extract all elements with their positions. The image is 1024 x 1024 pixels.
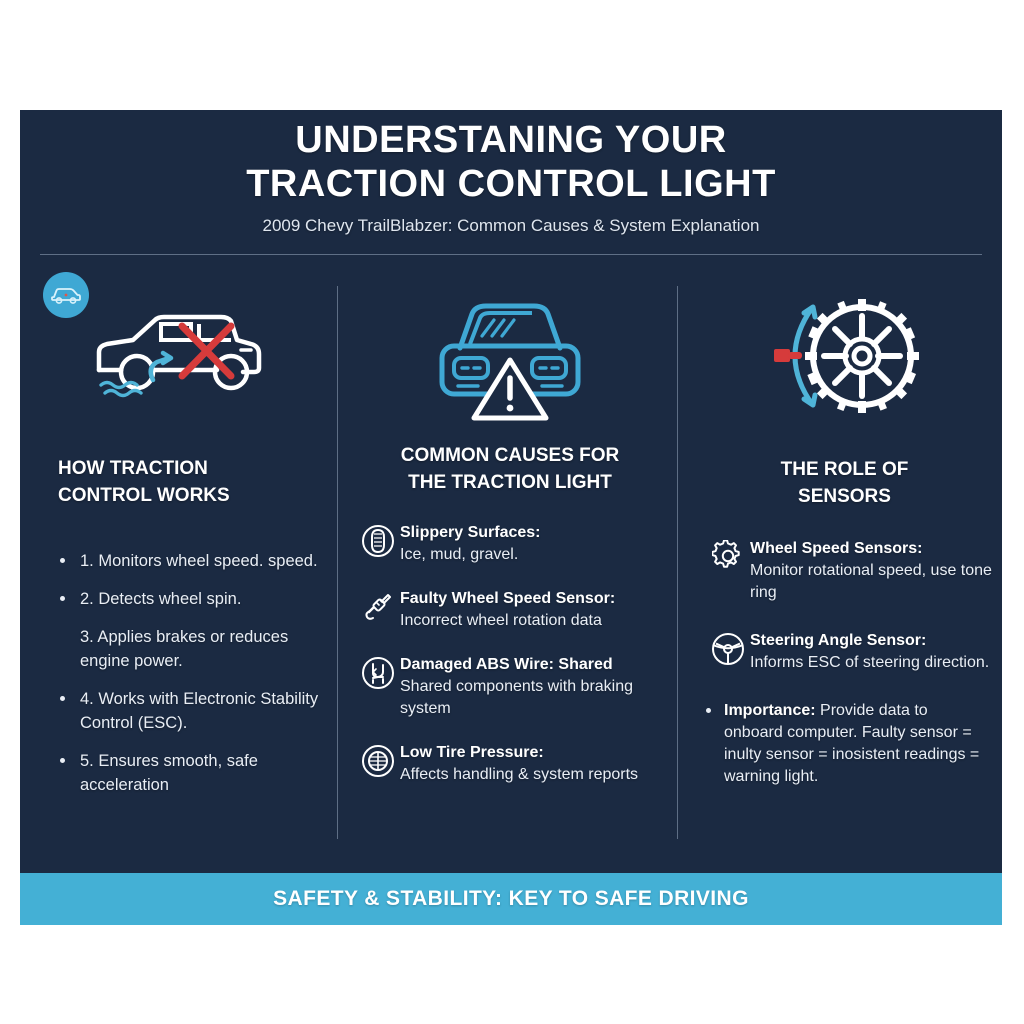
step-text: 1. Monitors wheel speed. speed. (80, 552, 318, 570)
list-item: Damaged ABS Wire: Shared Shared componen… (356, 654, 670, 720)
sensor-body: Informs ESC of steering direction. (750, 654, 990, 671)
cause-lead: Low Tire Pressure: (400, 744, 544, 761)
list-item: 4. Works with Electronic Stability Contr… (58, 687, 319, 735)
list-item: 5. Ensures smooth, safe acceleration (58, 749, 319, 797)
sensor-lead: Wheel Speed Sensors: (750, 540, 923, 557)
column-1-title: HOW TRACTION CONTROL WORKS (28, 455, 333, 509)
column-2-title-line-2: THE TRACTION LIGHT (408, 472, 612, 493)
column-1-title-line-1: HOW TRACTION (58, 458, 208, 479)
column-divider-left (337, 286, 338, 839)
list-item: Wheel Speed Sensors: Monitor rotational … (706, 538, 997, 604)
infographic-poster: UNDERSTANING YOUR TRACTION CONTROL LIGHT… (20, 110, 1002, 925)
sensor-importance-note: Importance: Provide data to onboard comp… (692, 700, 997, 788)
cause-text: Slippery Surfaces: Ice, mud, gravel. (400, 522, 670, 566)
sensor-text: Steering Angle Sensor: Informs ESC of st… (750, 630, 997, 674)
list-item: Importance: Provide data to onboard comp… (706, 700, 981, 788)
car-front-warning-triangle-icon (350, 270, 670, 442)
car-badge-icon (43, 272, 89, 318)
bullet-dot-icon (60, 758, 65, 763)
cause-body: Ice, mud, gravel. (400, 546, 519, 563)
column-3-title-line-1: THE ROLE OF (780, 459, 909, 480)
page-subtitle: 2009 Chevy TrailBlabzer: Common Causes &… (262, 216, 760, 235)
list-item: Steering Angle Sensor: Informs ESC of st… (706, 630, 997, 674)
gear-icon (706, 538, 750, 580)
importance-lead: Importance: (724, 702, 816, 719)
steering-wheel-icon (706, 630, 750, 672)
common-causes-list: Slippery Surfaces: Ice, mud, gravel. (350, 522, 670, 786)
tire-pressure-gauge-icon (356, 742, 400, 784)
cause-text: Low Tire Pressure: Affects handling & sy… (400, 742, 670, 786)
cause-lead: Damaged ABS Wire: Shared (400, 656, 613, 673)
sensor-body: Monitor rotational speed, use tone ring (750, 562, 992, 601)
sensor-lead: Steering Angle Sensor: (750, 632, 927, 649)
sensor-text: Wheel Speed Sensors: Monitor rotational … (750, 538, 997, 604)
list-item: 1. Monitors wheel speed. speed. (58, 549, 319, 573)
cause-body: Shared components with braking system (400, 678, 634, 717)
list-item: Slippery Surfaces: Ice, mud, gravel. (356, 522, 670, 566)
footer-text: SAFETY & STABILITY: KEY TO SAFE DRIVING (273, 887, 749, 910)
page-title-line-1: UNDERSTANING YOUR (295, 119, 727, 161)
sensor-roles-list: Wheel Speed Sensors: Monitor rotational … (692, 538, 997, 674)
step-text: 4. Works with Electronic Stability Contr… (80, 690, 319, 732)
cause-body: Incorrect wheel rotation data (400, 612, 602, 629)
step-text: 3. Applies brakes or reduces engine powe… (80, 628, 289, 670)
column-how-traction-control-works: HOW TRACTION CONTROL WORKS 1. Monitors w… (28, 270, 333, 811)
cause-text: Faulty Wheel Speed Sensor: Incorrect whe… (400, 588, 670, 632)
tire-tread-icon (356, 522, 400, 564)
page-title-line-2: TRACTION CONTROL LIGHT (246, 163, 776, 205)
footer-banner: SAFETY & STABILITY: KEY TO SAFE DRIVING (20, 873, 1002, 925)
bullet-dot-icon (60, 596, 65, 601)
cause-lead: Slippery Surfaces: (400, 524, 541, 541)
abs-wiring-icon (356, 654, 400, 696)
column-2-title: COMMON CAUSES FOR THE TRACTION LIGHT (350, 442, 670, 496)
bullet-dot-icon (60, 558, 65, 563)
list-item: Low Tire Pressure: Affects handling & sy… (356, 742, 670, 786)
sensor-plug-icon (356, 588, 400, 630)
traction-control-steps-list: 1. Monitors wheel speed. speed. 2. Detec… (28, 549, 333, 797)
step-text: 2. Detects wheel spin. (80, 590, 242, 608)
cause-body: Affects handling & system reports (400, 766, 639, 783)
column-role-of-sensors: THE ROLE OF SENSORS Wheel Speed Sensors:… (692, 270, 997, 788)
list-item: 3. Applies brakes or reduces engine powe… (58, 625, 319, 673)
wheel-tone-ring-sensor-icon (692, 270, 997, 442)
column-divider-right (677, 286, 678, 839)
poster-header: UNDERSTANING YOUR TRACTION CONTROL LIGHT… (20, 110, 1002, 255)
bullet-dot-icon (706, 708, 711, 713)
step-text: 5. Ensures smooth, safe acceleration (80, 752, 258, 794)
column-2-title-line-1: COMMON CAUSES FOR (400, 445, 620, 466)
list-item: 2. Detects wheel spin. (58, 587, 319, 611)
columns-container: HOW TRACTION CONTROL WORKS 1. Monitors w… (20, 270, 1002, 870)
cause-lead: Faulty Wheel Speed Sensor: (400, 590, 616, 607)
cause-text: Damaged ABS Wire: Shared Shared componen… (400, 654, 670, 720)
list-item: Faulty Wheel Speed Sensor: Incorrect whe… (356, 588, 670, 632)
column-common-causes: COMMON CAUSES FOR THE TRACTION LIGHT Sli… (350, 270, 670, 808)
car-skidding-no-traction-icon (28, 270, 333, 425)
importance-body: Provide data to onboard computer. Faulty… (724, 702, 980, 785)
column-3-title-line-2: SENSORS (798, 486, 891, 507)
header-divider (40, 254, 982, 255)
bullet-dot-icon (60, 696, 65, 701)
column-3-title: THE ROLE OF SENSORS (692, 456, 997, 510)
column-1-title-line-2: CONTROL WORKS (58, 485, 230, 506)
